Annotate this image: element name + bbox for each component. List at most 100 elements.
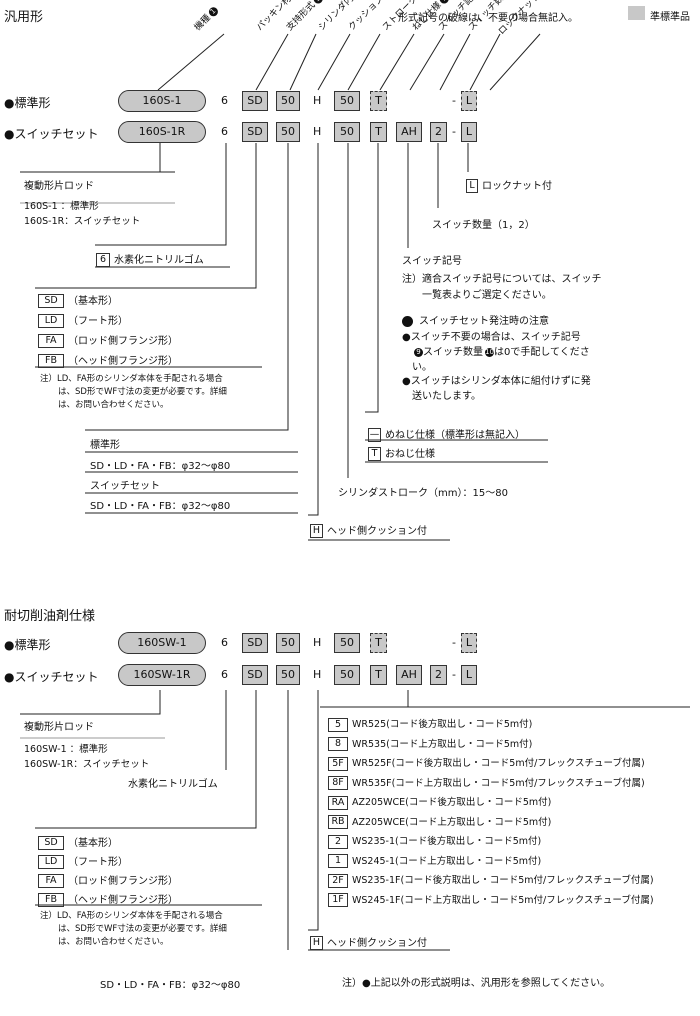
mount2-sd: SD（基本形） [38,834,118,850]
code-cushion: H [313,94,322,107]
seal2-text: 水素化ニトリルゴム [128,779,218,790]
code-seal: 6 [221,668,228,681]
code-dash: - [452,94,456,107]
mount-note-3: は、お問い合わせください。 [58,400,169,410]
model2-switch: 160SW-1R [118,664,206,686]
row-standard-label: ●標準形 [4,96,51,110]
mount2-fa: FA（ロッド側フランジ形） [38,872,178,888]
order-line-3: ●スイッチはシリンダ本体に組付けずに発 [402,376,591,387]
model2-standard: 160SW-1 [118,632,206,654]
bore-std-title: 標準形 [90,440,120,451]
switch-note-2: 一覧表よりご選定ください。 [422,290,552,301]
switch-symbol-title: スイッチ記号 [402,256,462,267]
mount-note-1: 注）LD、FA形のシリンダ本体を手配される場合 [40,374,223,384]
code-nut: L [461,91,477,111]
code-nut: L [461,633,477,653]
code-bore: 50 [276,633,300,653]
code-stroke: 50 [334,633,360,653]
model-switch: 160S-1R [118,121,206,143]
code-qty: 2 [430,122,447,142]
qty-text: スイッチ数量（1，2） [432,220,535,231]
code-thread: T [370,91,387,111]
mount2-note-3: は、お問い合わせください。 [58,937,169,947]
mount-fa: FA（ロッド側フランジ形） [38,332,178,348]
section-title: 汎用形 [4,10,44,25]
rod2-title: 複動形片ロッド [24,722,94,733]
bore-sw-title: スイッチセット [90,481,160,492]
code-seal: 6 [221,94,228,107]
rod-line-2: 160S-1R：スイッチセット [24,216,141,227]
code-dash: - [452,636,456,649]
code-seal: 6 [221,125,228,138]
code-stroke: 50 [334,665,360,685]
order-line-1: ●スイッチ不要の場合は、スイッチ記号 [402,332,581,343]
code-bore: 50 [276,91,300,111]
mount-note-2: は、SD形でWF寸法の変更が必要です。詳細 [58,387,227,397]
code-switch: AH [396,665,422,685]
code-cushion: H [313,125,322,138]
switch-note-1: 注）適合スイッチ記号については、スイッチ [402,274,602,285]
code-mount: SD [242,633,268,653]
code-bore: 50 [276,665,300,685]
code-mount: SD [242,122,268,142]
rod2-line-2: 160SW-1R：スイッチセット [24,759,150,770]
bore-std-value: SD・LD・FA・FB：φ32～φ80 [90,461,231,472]
bore2-value: SD・LD・FA・FB：φ32～φ80 [100,980,241,991]
mount-ld: LD（フート形） [38,312,128,328]
mount2-note-2: は、SD形でWF寸法の変更が必要です。詳細 [58,924,227,934]
code-stroke: 50 [334,122,360,142]
code-thread: T [370,122,387,142]
code-dash: - [452,125,456,138]
code-bore: 50 [276,122,300,142]
rod2-line-1: 160SW-1 ：標準形 [24,744,108,755]
order-line-2c: い。 [412,362,432,373]
code-thread: T [370,665,387,685]
code-mount: SD [242,665,268,685]
code-mount: SD [242,91,268,111]
bore-sw-value: SD・LD・FA・FB：φ32～φ80 [90,501,231,512]
thread-female: —めねじ仕様（標準形は無記入） [368,428,525,442]
code-qty: 2 [430,665,447,685]
code-seal: 6 [221,636,228,649]
code-cushion: H [313,668,322,681]
legend-label: 準標準品 [650,12,690,23]
rod-title: 複動形片ロッド [24,181,94,192]
code-switch: AH [396,122,422,142]
code-dash: - [452,668,456,681]
code-stroke: 50 [334,91,360,111]
mount2-ld: LD（フート形） [38,853,128,869]
model-standard: 160S-1 [118,90,206,112]
section2-title: 耐切削油剤仕様 [4,609,96,624]
dash-note: 形式記号の破線は、不要の場合無記入。 [398,13,578,24]
order-line-4: 送いたします。 [412,391,481,402]
row2-switch-label: ●スイッチセット [4,670,99,684]
code-cushion: H [313,636,322,649]
row2-standard-label: ●標準形 [4,638,51,652]
code-thread: T [370,633,387,653]
mount-fb: FB（ヘッド側フランジ形） [38,352,178,368]
stroke-range: シリンダストローク（mm）：15～80 [338,488,508,499]
row-switch-label: ●スイッチセット [4,127,99,141]
mount2-note-1: 注）LD、FA形のシリンダ本体を手配される場合 [40,911,223,921]
legend-swatch [628,6,645,20]
code-nut: L [461,665,477,685]
order-caution-title: スイッチセット発注時の注意 [402,312,549,327]
